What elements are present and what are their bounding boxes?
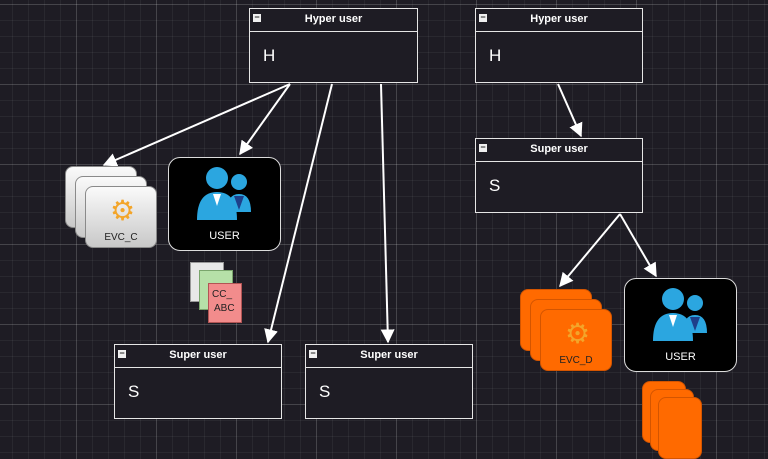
- cc-card-front: CC_ ABC: [208, 283, 242, 323]
- node-letter: H: [489, 46, 502, 65]
- super-user-node-bottom-left[interactable]: − Super user S: [114, 344, 282, 419]
- evc-c-label: EVC_C: [104, 232, 138, 243]
- user-label: USER: [209, 230, 240, 242]
- node-letter: H: [263, 46, 276, 65]
- edge-hyper1-evc-c: [102, 83, 291, 167]
- edge-hyper1-user1: [239, 83, 291, 156]
- node-title: Super user: [360, 349, 418, 361]
- user-group-icon: [653, 288, 707, 341]
- cc-line1: CC_: [212, 289, 233, 300]
- node-letter: S: [128, 382, 140, 401]
- hyper-user-node-1[interactable]: − Hyper user H: [249, 8, 418, 83]
- edge-super-right-evc-d: [559, 213, 621, 288]
- collapse-icon[interactable]: −: [309, 348, 317, 358]
- gear-icon: ⚙: [565, 318, 591, 349]
- collapse-icon[interactable]: −: [118, 348, 126, 358]
- edge-hyper2-super-right: [557, 83, 583, 138]
- user-group-icon: [197, 167, 251, 220]
- gear-icon: ⚙: [110, 195, 136, 226]
- edge-hyper1-super-bm: [380, 83, 395, 344]
- hyper-user-node-2[interactable]: − Hyper user H: [475, 8, 643, 83]
- edge-super-right-user2: [619, 213, 657, 278]
- collapse-icon[interactable]: −: [479, 142, 487, 152]
- user-node-2[interactable]: USER: [624, 278, 737, 372]
- node-title: Super user: [530, 143, 588, 155]
- node-letter: S: [489, 176, 501, 195]
- super-user-node-right[interactable]: − Super user S: [475, 138, 643, 213]
- node-letter: S: [319, 382, 331, 401]
- cc-line2: ABC: [214, 303, 235, 314]
- evc-c-card-front: ⚙ EVC_C: [85, 186, 157, 248]
- evc-d-card-front: ⚙ EVC_D: [540, 309, 612, 371]
- evc-partial-card-front: [658, 397, 702, 459]
- collapse-icon[interactable]: −: [479, 12, 487, 22]
- super-user-node-bottom-middle[interactable]: − Super user S: [305, 344, 473, 419]
- node-title: Hyper user: [304, 13, 363, 25]
- user-label: USER: [665, 351, 696, 363]
- node-title: Hyper user: [530, 13, 588, 25]
- evc-d-label: EVC_D: [559, 355, 593, 366]
- user-node-1[interactable]: USER: [168, 157, 281, 251]
- collapse-icon[interactable]: −: [253, 12, 261, 22]
- node-title: Super user: [169, 349, 227, 361]
